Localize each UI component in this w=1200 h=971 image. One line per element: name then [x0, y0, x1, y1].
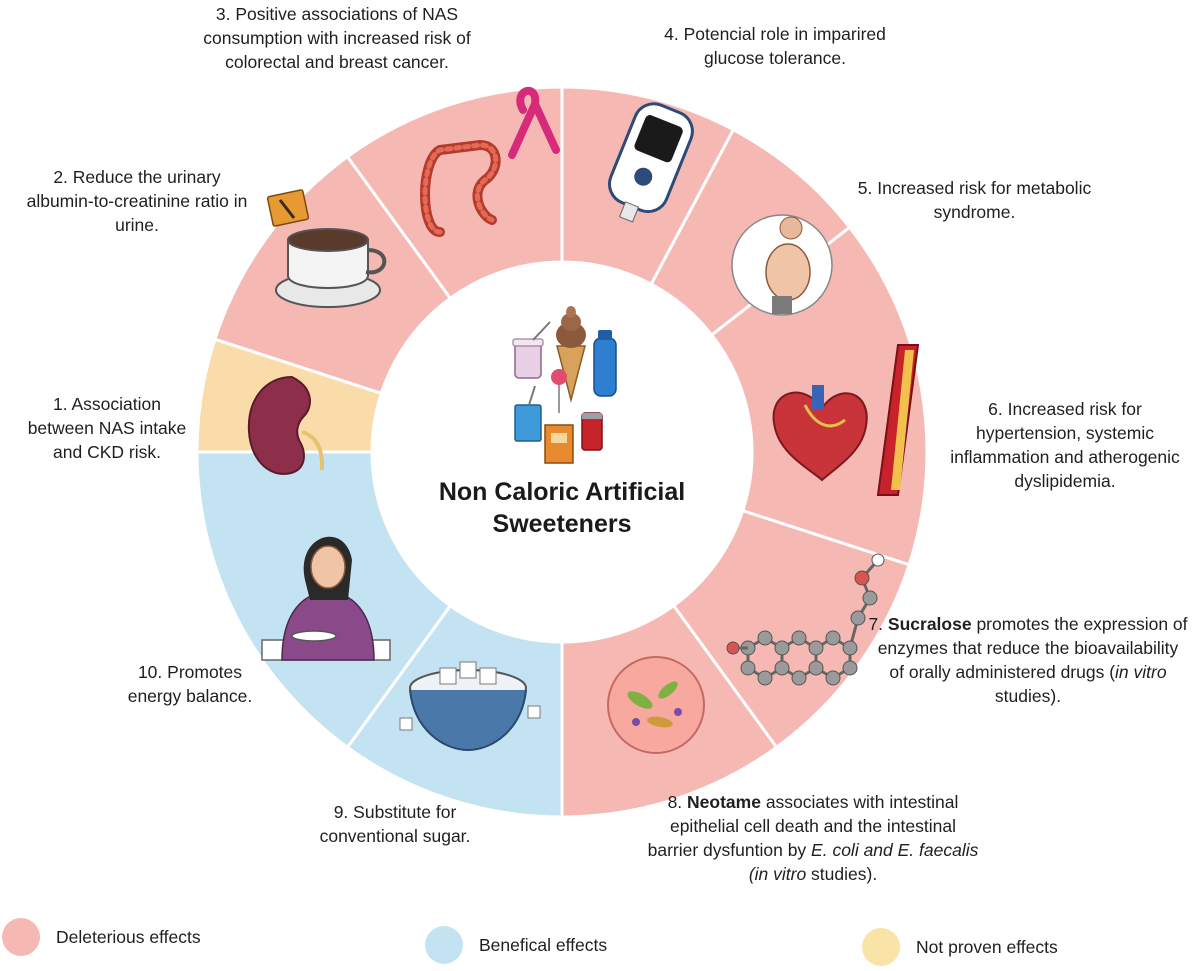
effect-9-label: 9. Substitute for conventional sugar. — [319, 802, 471, 846]
glucometer-icon — [607, 102, 694, 223]
effect-8-label: 8. Neotame associates with intestinal ep… — [647, 792, 979, 884]
effect-7-label: 7. Sucralose promotes the expression of … — [868, 614, 1188, 706]
neotame-term: Neotame — [687, 792, 761, 812]
woman-eating-icon — [261, 536, 391, 661]
effect-6-label: 6. Increased risk for hypertension, syst… — [950, 399, 1180, 491]
colon-ribbon-icon — [420, 86, 560, 237]
kidney-icon — [247, 375, 325, 475]
center-title: Non Caloric Artificial Sweeteners — [438, 478, 686, 538]
legend-swatch-beneficial — [425, 926, 463, 964]
legend-deleterious: Deleterious effects — [2, 918, 201, 956]
legend-not-proven: Not proven effects — [862, 928, 1058, 966]
coffee-cup-icon — [266, 189, 387, 308]
sucralose-term: Sucralose — [887, 614, 972, 634]
heart-artery-icon — [772, 344, 920, 496]
sweetened-products-icon — [512, 306, 617, 464]
sugar-bowl-icon — [399, 661, 541, 752]
effect-2-label: 2. Reduce the urinary albumin-to-creatin… — [26, 167, 248, 235]
effect-1-label: 1. Association between NAS intake and CK… — [27, 394, 187, 462]
intestine-bacteria-icon — [607, 656, 705, 754]
effect-3-label: 3. Positive associations of NAS consumpt… — [203, 4, 471, 72]
legend-beneficial: Benefical effects — [425, 926, 607, 964]
legend-label: Deleterious effects — [56, 926, 201, 947]
legend-swatch-deleterious — [2, 918, 40, 956]
effect-4-label: 4. Potencial role in imparired glucose t… — [664, 24, 886, 68]
effect-5-label: 5. Increased risk for metabolic syndrome… — [857, 178, 1092, 222]
molecule-icon — [726, 553, 885, 686]
legend-label: Benefical effects — [479, 934, 608, 955]
legend-swatch-not-proven — [862, 928, 900, 966]
legend-label: Not proven effects — [916, 936, 1058, 957]
obese-man-icon — [731, 214, 833, 316]
effect-10-label: 10. Promotes energy balance. — [127, 662, 253, 706]
